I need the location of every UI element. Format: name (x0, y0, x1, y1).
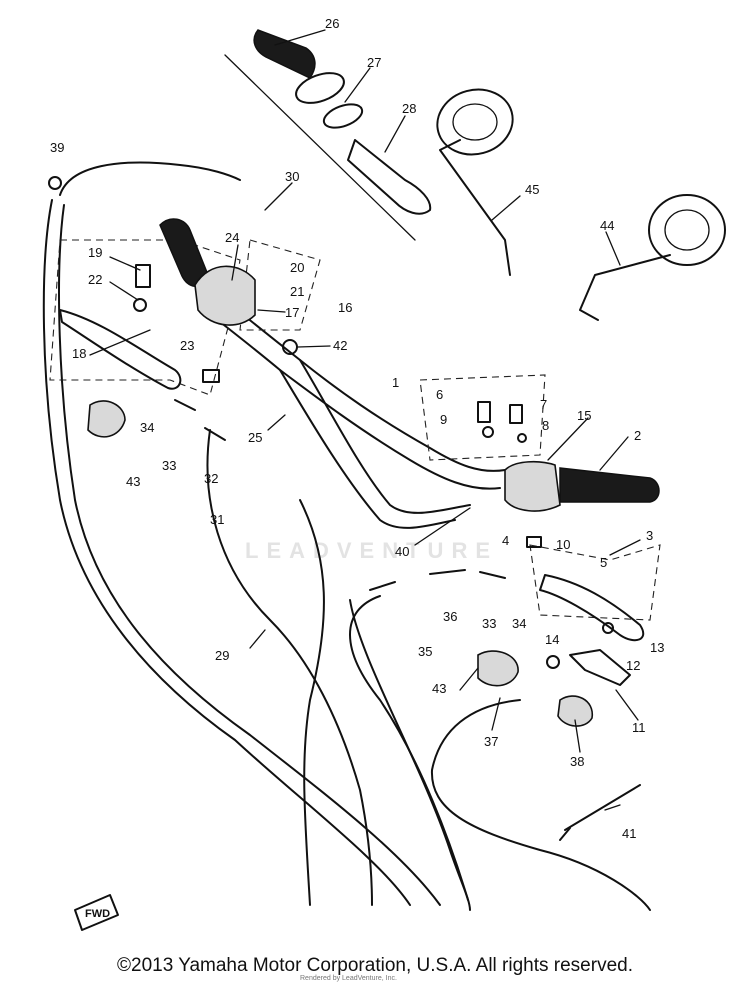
callout-1: 1 (392, 375, 399, 390)
handlebar (204, 299, 506, 529)
mirror-right (436, 88, 514, 276)
group-box-lever (529, 544, 661, 621)
callout-15: 15 (577, 408, 591, 423)
callout-29: 29 (215, 648, 229, 663)
callout-9: 9 (440, 412, 447, 427)
callout-18: 18 (72, 346, 86, 361)
callout-24: 24 (225, 230, 239, 245)
callout-27: 27 (367, 55, 381, 70)
callout-36: 36 (443, 609, 457, 624)
callout-14: 14 (545, 632, 559, 647)
callout-23: 23 (180, 338, 194, 353)
callout-28: 28 (402, 101, 416, 116)
callout-35: 35 (418, 644, 432, 659)
callout-22: 22 (88, 272, 102, 287)
cable-bundle (42, 161, 471, 911)
callout-19: 19 (88, 245, 102, 260)
left-switch (194, 265, 256, 326)
callout-21: 21 (290, 284, 304, 299)
callout-33-upper: 33 (162, 458, 176, 473)
callout-20: 20 (290, 260, 304, 275)
right-lever (539, 574, 645, 642)
fwd-arrow (74, 894, 119, 931)
callout-41: 41 (622, 826, 636, 841)
callout-12: 12 (626, 658, 640, 673)
parts-diagram: LEADVENTURE (42, 16, 726, 931)
callout-32: 32 (204, 471, 218, 486)
callout-8: 8 (542, 418, 549, 433)
leader-lines (89, 29, 641, 811)
callout-44: 44 (600, 218, 614, 233)
callout-26: 26 (325, 16, 339, 31)
callout-16: 16 (338, 300, 352, 315)
callout-numbers: 26 27 28 30 39 45 44 24 19 20 22 21 16 1… (50, 16, 664, 841)
callout-45: 45 (525, 182, 539, 197)
callout-17: 17 (285, 305, 299, 320)
callout-3: 3 (646, 528, 653, 543)
callout-37: 37 (484, 734, 498, 749)
render-credit: Rendered by LeadVenture, Inc. (300, 975, 397, 982)
right-switch (504, 460, 561, 512)
callout-4: 4 (502, 533, 509, 548)
copyright-notice: ©2013 Yamaha Motor Corporation, U.S.A. A… (117, 955, 633, 976)
left-grip-exploded (224, 29, 432, 241)
callout-42: 42 (333, 338, 347, 353)
callout-38: 38 (570, 754, 584, 769)
group-box-left (49, 239, 241, 396)
callout-30: 30 (285, 169, 299, 184)
fwd-label: FWD (85, 908, 110, 920)
mirror-left (579, 194, 726, 321)
callout-43-upper: 43 (126, 474, 140, 489)
cable-37 (430, 699, 651, 911)
callout-6: 6 (436, 387, 443, 402)
group-box-switch (239, 239, 321, 331)
callout-39: 39 (50, 140, 64, 155)
callout-25: 25 (248, 430, 262, 445)
callout-34-lower: 34 (512, 616, 526, 631)
callout-33-lower: 33 (482, 616, 496, 631)
callout-43-lower: 43 (432, 681, 446, 696)
hardware (48, 176, 641, 841)
group-box-bolts (419, 374, 546, 461)
callout-7: 7 (540, 397, 547, 412)
right-grip (559, 467, 660, 503)
callout-34-upper: 34 (140, 420, 154, 435)
left-lever (59, 309, 182, 390)
watermark-text: LEADVENTURE (245, 538, 498, 563)
callout-10: 10 (556, 537, 570, 552)
callout-5: 5 (600, 555, 607, 570)
callout-13: 13 (650, 640, 664, 655)
callout-31: 31 (210, 512, 224, 527)
callout-11: 11 (632, 720, 646, 735)
callout-2: 2 (634, 428, 641, 443)
callout-40: 40 (395, 544, 409, 559)
